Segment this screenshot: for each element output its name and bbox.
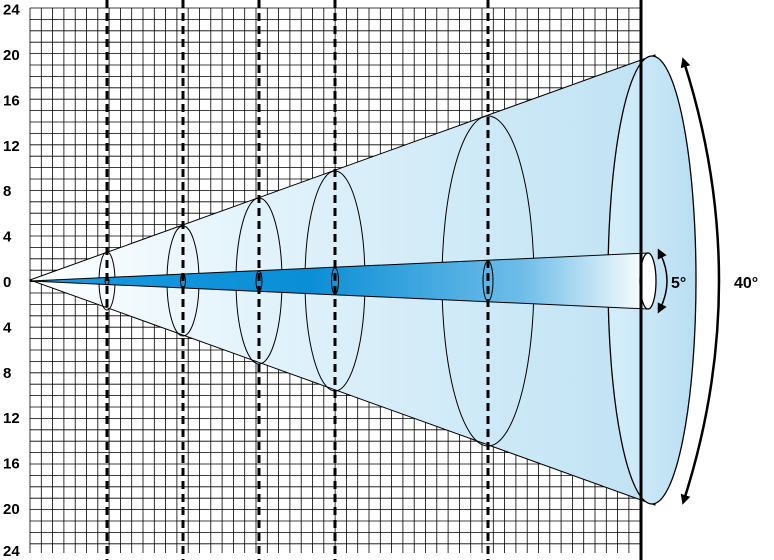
y-tick-label: 12 [3, 138, 20, 155]
distance-markers [105, 0, 490, 560]
y-tick-label: 8 [3, 183, 11, 200]
narrow-angle-label: 5° [671, 275, 686, 292]
y-tick-label: 12 [3, 410, 20, 427]
wide-angle-label: 40° [734, 275, 758, 292]
y-tick-label: 8 [3, 365, 11, 382]
y-tick-label: 24 [3, 2, 20, 19]
y-tick-label: 16 [3, 456, 20, 473]
y-tick-label: 4 [3, 229, 12, 246]
y-tick-label: 20 [3, 501, 20, 518]
y-tick-label: 4 [3, 319, 12, 336]
y-axis-ticks: 24 20 16 12 8 4 0 4 8 12 16 20 24 [3, 2, 20, 560]
wide-angle-arrow [680, 57, 721, 505]
y-tick-label: 0 [3, 274, 11, 291]
y-tick-label: 16 [3, 92, 20, 109]
y-tick-label: 20 [3, 47, 20, 64]
narrow-angle-arrow [657, 248, 668, 314]
y-tick-label: 24 [3, 543, 20, 560]
